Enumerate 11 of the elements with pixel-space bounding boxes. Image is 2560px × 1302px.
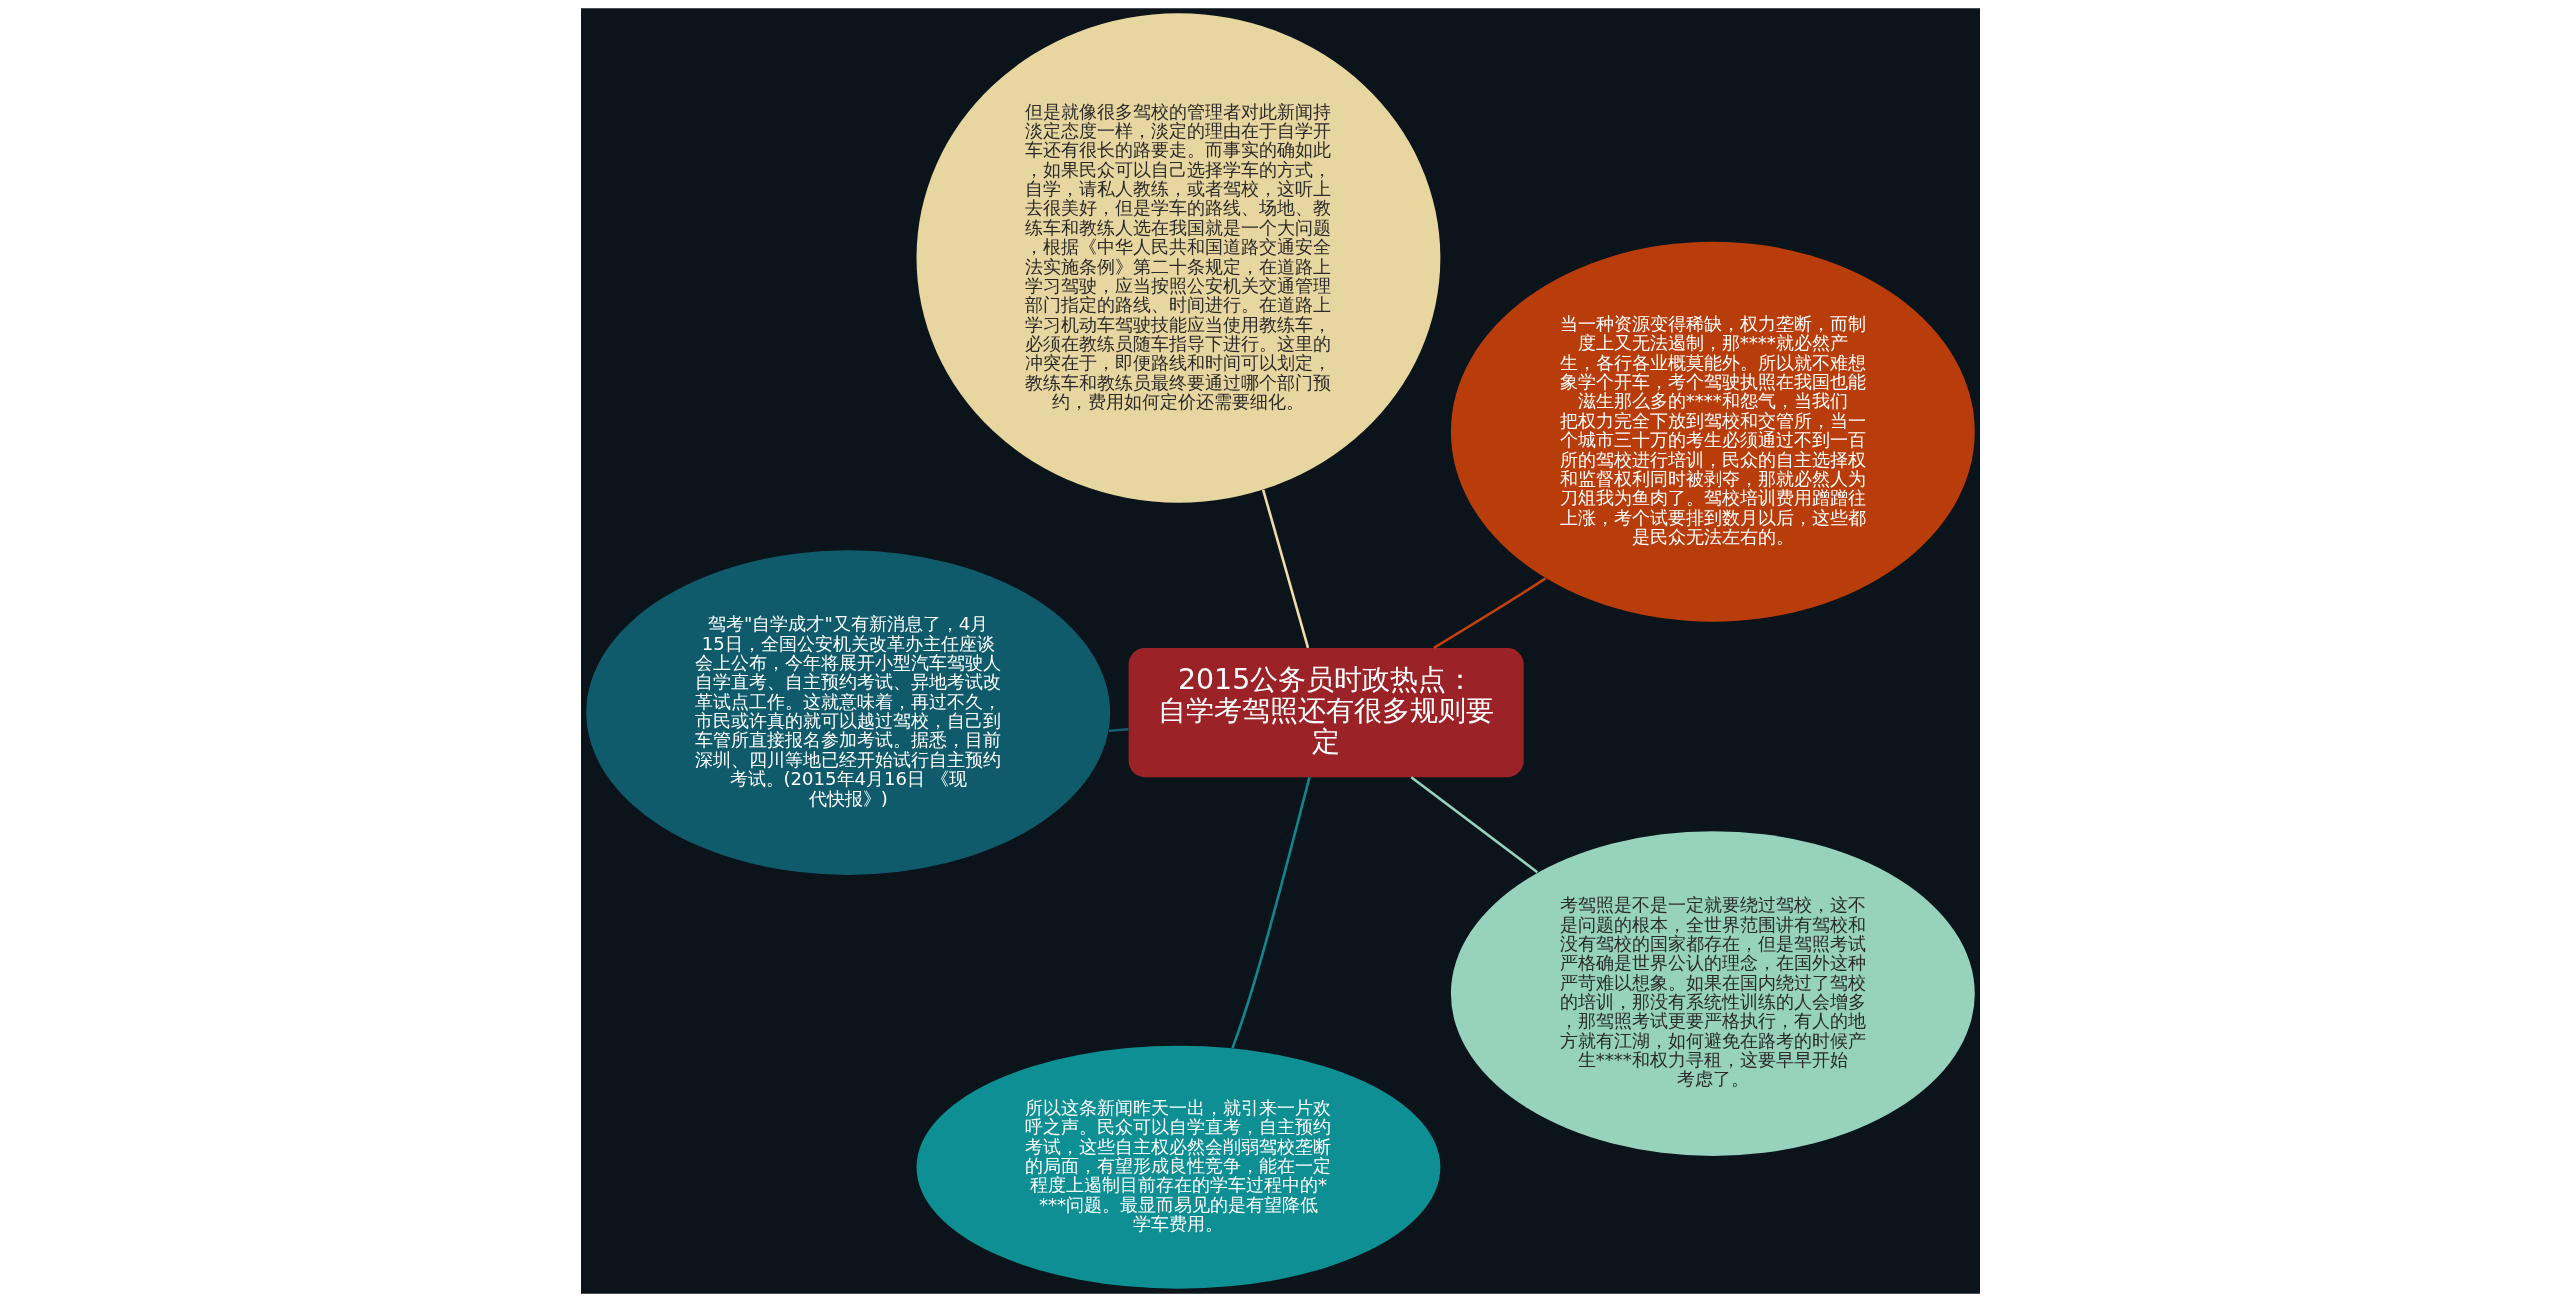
connector: [1409, 776, 1538, 874]
node-ellipse: 当一种资源变得稀缺，权力垄断，而制度上又无法遏制，那****就必然产生，各行各业概莫能外。所以就不难想象学个开车，考个驾驶执照在我国也能滋生那么多的****和怨气，当我们把权力完全下放到驾校和交管所，当一个城市三十万的考生必须通过不到一百所的驾校进行培训，民众的自主选择权和监督权利同时被剥夺，那就必然人为刀俎我为鱼肉了。驾校培训费用蹭蹭往上涨，考个试要排到数月以后，这些都是民众无法左右的。: [1450, 241, 1975, 622]
connector: [1432, 577, 1546, 649]
connector: [1108, 728, 1129, 732]
node-ellipse: 所以这条新闻昨天一出，就引来一片欢呼之声。民众可以自学直考，自主预约考试，这些自主权必然会削弱驾校垄断的局面，有望形成良性竞争，能在一定程度上遏制目前存在的学车过程中的****问题。最显而易见的是有望降低学车费用。: [916, 1045, 1440, 1289]
node-ellipse: 考驾照是不是一定就要绕过驾校，这不是问题的根本，全世界范围讲有驾校和没有驾校的国家都存在，但是驾照考试严格确是世界公认的理念，在国外这种严苛难以想象。如果在国内绕过了驾校的培训，那没有系统性训练的人会增多，那驾照考试更要严格执行，有人的地方就有江湖，如何避免在路考的时候产生****和权力寻租，这要早早开始考虑了。: [1450, 831, 1975, 1156]
node-box: 2015公务员时政热点：自学考驾照还有很多规则要定: [1128, 648, 1524, 778]
node-ellipse: 驾考"自学成才"又有新消息了，4月15日，全国公安机关改革办主任座谈会上公布，今年将展开小型汽车驾驶人自学直考、自主预约考试、异地考试改革试点工作。这就意味着，再过不久，市民或许真的就可以越过驾校，自己到车管所直接报名参加考试。据悉，目前深圳、四川等地已经开始试行自主预约考试。(2015年4月16日 《现代快报》): [585, 550, 1110, 875]
connector: [1230, 776, 1311, 1049]
node-circle: 但是就像很多驾校的管理者对此新闻持淡定态度一样，淡定的理由在于自学开车还有很长的路要走。而事实的确如此，如果民众可以自己选择学车的方式，自学，请私人教练，或者驾校，这听上去很美好，但是学车的路线、场地、教练车和教练人选在我国就是一个大问题，根据《中华人民共和国道路交通安全法实施条例》第二十条规定，在道路上学习驾驶，应当按照公安机关交通管理部门指定的路线、时间进行。在道路上学习机动车驾驶技能应当使用教练车，必须在教练员随车指导下进行。这里的冲突在于，即便路线和时间可以划定，教练车和教练员最终要通过哪个部门预约，费用如何定价还需要细化。: [916, 13, 1440, 503]
connector: [1261, 489, 1309, 649]
